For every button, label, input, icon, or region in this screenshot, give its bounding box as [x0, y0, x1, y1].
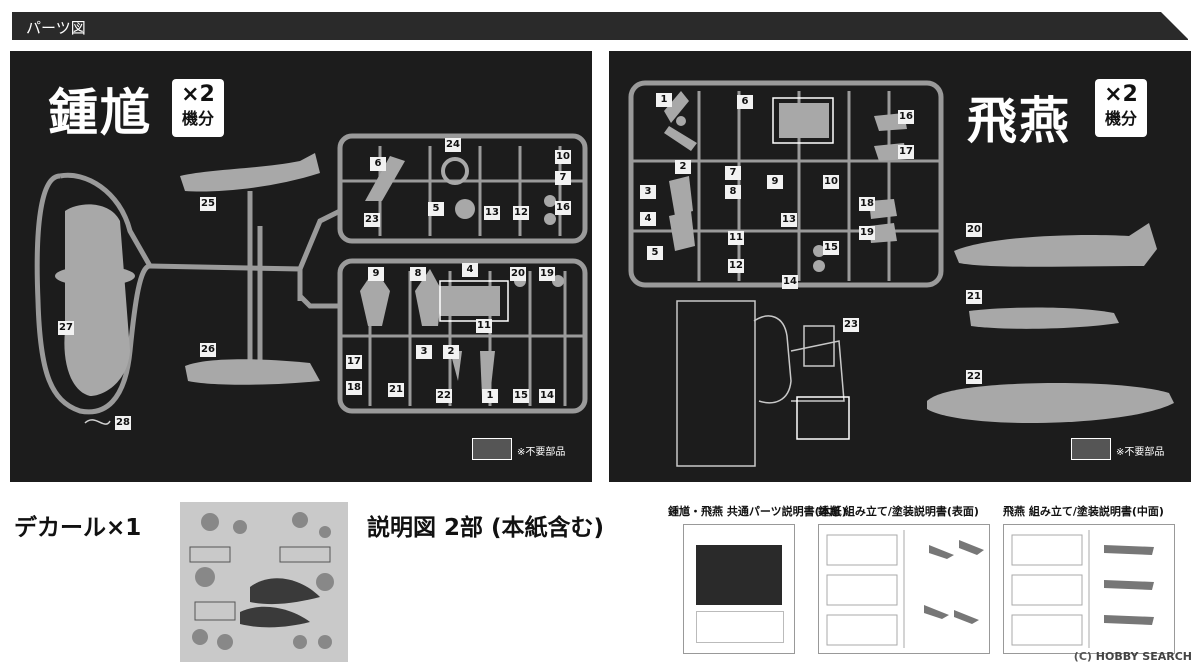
left-kit-name: 鍾馗 [48, 83, 152, 142]
watermark: (C) HOBBY SEARCH [1074, 650, 1192, 663]
part-label: 13 [484, 206, 500, 220]
left-kit-qty-unit: 機分 [181, 109, 214, 128]
part-label: 3 [416, 345, 432, 359]
part-label: 15 [513, 389, 529, 403]
unused-parts-swatch [1071, 438, 1111, 460]
part-label: 9 [767, 175, 783, 189]
part-label: 1 [656, 93, 672, 107]
part-label: 11 [476, 319, 492, 333]
unused-parts-swatch [472, 438, 512, 460]
part-label: 1 [482, 389, 498, 403]
part-label: 21 [966, 290, 982, 304]
part-label: 12 [728, 259, 744, 273]
part-label: 23 [364, 213, 380, 227]
part-label: 9 [368, 267, 384, 281]
doc-title-shoki: 鍾馗 組み立て/塗装説明書(表面) [818, 505, 979, 518]
doc-thumb-hien [1003, 524, 1175, 654]
right-sprue-drawing [628, 80, 1174, 467]
part-label: 27 [58, 321, 74, 335]
right-kit-name: 飛燕 [967, 91, 1071, 150]
manual-label: 説明図 2部 (本紙含む) [367, 515, 605, 541]
part-label: 5 [647, 246, 663, 260]
part-label: 17 [346, 355, 362, 369]
part-label: 14 [539, 389, 555, 403]
part-label: 7 [725, 166, 741, 180]
part-label: 16 [555, 201, 571, 215]
part-label: 3 [640, 185, 656, 199]
left-sprue-drawing [34, 133, 588, 425]
watermark-copyright: (C) [1073, 650, 1092, 663]
left-kit-qty-badge: ×2 機分 [172, 79, 224, 137]
part-label: 23 [843, 318, 859, 332]
unused-parts-legend: ※不要部品 [1116, 447, 1165, 458]
decal-sheet-image [180, 502, 348, 662]
part-label: 14 [782, 275, 798, 289]
part-label: 15 [823, 241, 839, 255]
part-label: 13 [781, 213, 797, 227]
decal-label: デカール×1 [14, 515, 142, 541]
part-label: 19 [859, 226, 875, 240]
part-label: 12 [513, 206, 529, 220]
part-label: 11 [728, 231, 744, 245]
section-title: パーツ図 [26, 19, 86, 37]
part-label: 16 [898, 110, 914, 124]
doc-title-common: 鍾馗・飛燕 共通パーツ説明書(本紙) [668, 505, 847, 518]
part-label: 2 [443, 345, 459, 359]
unused-parts-legend: ※不要部品 [517, 447, 566, 458]
part-label: 28 [115, 416, 131, 430]
part-label: 24 [445, 138, 461, 152]
part-label: 26 [200, 343, 216, 357]
part-label: 20 [966, 223, 982, 237]
left-kit-qty-count: ×2 [181, 82, 215, 107]
doc-title-hien: 飛燕 組み立て/塗装説明書(中面) [1003, 505, 1164, 518]
part-label: 21 [388, 383, 404, 397]
part-label: 20 [510, 267, 526, 281]
part-label: 18 [346, 381, 362, 395]
section-header: パーツ図 [12, 12, 1189, 40]
part-label: 2 [675, 160, 691, 174]
part-label: 25 [200, 197, 216, 211]
part-label: 8 [410, 267, 426, 281]
part-label: 18 [859, 197, 875, 211]
doc-thumb-shoki [818, 524, 990, 654]
part-label: 5 [428, 202, 444, 216]
right-kit-qty-badge: ×2 機分 [1095, 79, 1147, 137]
part-label: 22 [966, 370, 982, 384]
part-label: 8 [725, 185, 741, 199]
part-label: 17 [898, 145, 914, 159]
part-label: 22 [436, 389, 452, 403]
part-label: 6 [737, 95, 753, 109]
part-label: 7 [555, 171, 571, 185]
part-label: 10 [823, 175, 839, 189]
doc-thumb-common [683, 524, 795, 654]
part-label: 4 [640, 212, 656, 226]
right-kit-panel: 飛燕 ×2 機分 [609, 51, 1191, 482]
part-label: 6 [370, 157, 386, 171]
part-label: 4 [462, 263, 478, 277]
part-label: 10 [555, 150, 571, 164]
watermark-brand: HOBBY SEARCH [1095, 650, 1192, 663]
right-kit-qty-count: ×2 [1104, 82, 1138, 107]
part-label: 19 [539, 267, 555, 281]
right-kit-qty-unit: 機分 [1104, 109, 1137, 128]
left-kit-panel: 鍾馗 ×2 機分 [10, 51, 592, 482]
